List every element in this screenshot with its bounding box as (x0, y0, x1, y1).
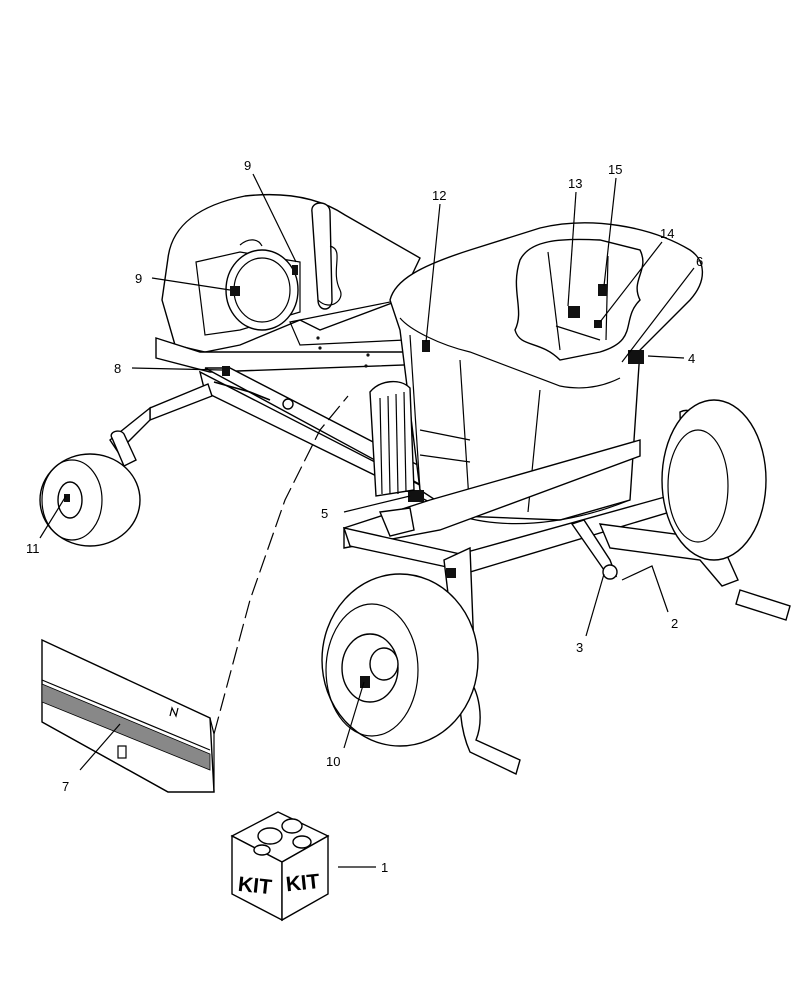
kit-box: KIT KIT (230, 811, 330, 922)
callout-6: 6 (696, 254, 703, 269)
callout-15: 15 (608, 162, 622, 177)
rear-warning-panel (41, 638, 215, 793)
right-front-wheel (661, 399, 767, 561)
engine-shield (369, 381, 415, 497)
rear-engine-hood (155, 193, 434, 373)
dashed-leader-panel (213, 395, 349, 735)
callout-8: 8 (114, 361, 121, 376)
callout-1: 1 (381, 860, 388, 875)
callout-5: 5 (321, 506, 328, 521)
callout-labels: 1 2 3 4 5 6 7 8 9 9 10 11 12 13 14 15 (26, 158, 703, 875)
front-axle-frame (342, 409, 791, 775)
callout-11: 11 (26, 541, 40, 556)
callout-7: 7 (62, 779, 69, 794)
callout-13: 13 (568, 176, 582, 191)
left-rear-wheel (39, 453, 141, 547)
callout-2: 2 (671, 616, 678, 631)
callout-12: 12 (432, 188, 446, 203)
callout-10: 10 (326, 754, 340, 769)
callout-3: 3 (576, 640, 583, 655)
front-left-wheel (321, 573, 479, 747)
callout-9-top: 9 (244, 158, 251, 173)
callout-4: 4 (688, 351, 695, 366)
kit-left-label: KIT (237, 873, 273, 899)
callout-9-left: 9 (135, 271, 142, 286)
kit-right-label: KIT (285, 870, 321, 896)
callout-14: 14 (660, 226, 674, 241)
leader-lines (39, 173, 695, 868)
